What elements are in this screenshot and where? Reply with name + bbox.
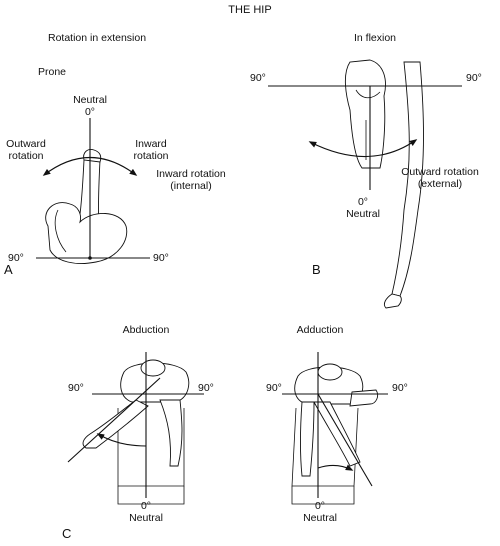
- neutral-label: Neutral: [73, 94, 107, 106]
- ninety-degree-left-label-a: 90°: [8, 252, 24, 264]
- ninety-degree-left-label-c1: 90°: [68, 382, 84, 394]
- adduction-heading: Adduction: [296, 324, 344, 336]
- figure-title: THE HIP: [228, 4, 272, 16]
- zero-degree-label: 0°: [84, 106, 96, 118]
- adduction-arc-arrow: [317, 464, 354, 471]
- panel-letter-b: B: [312, 262, 321, 277]
- ninety-degree-right-label-a: 90°: [153, 252, 169, 264]
- exam-table-shape-2: [291, 407, 359, 487]
- neutral-label-c1: Neutral: [129, 512, 163, 524]
- abduction-heading: Abduction: [122, 324, 170, 336]
- buttocks-shape: [45, 202, 128, 264]
- panel-b-drawing: [268, 59, 462, 309]
- ninety-degree-left-label-c2: 90°: [266, 382, 282, 394]
- abduction-arc-arrow: [96, 433, 147, 447]
- outward-rotation-external-label: Outward rotation(external): [401, 166, 479, 190]
- neutral-label-c2: Neutral: [303, 512, 337, 524]
- zero-degree-label-b: 0°: [357, 196, 369, 208]
- exam-table-shape: [117, 408, 185, 487]
- zero-degree-label-c1: 0°: [140, 500, 152, 512]
- position-label: Prone: [38, 66, 67, 78]
- inward-rotation-internal-label: Inward rotation(internal): [156, 168, 226, 192]
- ninety-degree-right-label-c2: 90°: [392, 382, 408, 394]
- panel-letter-c: C: [62, 526, 72, 541]
- flexed-leg-shape: [344, 59, 386, 169]
- ninety-degree-right-label-c1: 90°: [198, 382, 214, 394]
- zero-degree-label-c2: 0°: [314, 500, 326, 512]
- panel-b-heading: In flexion: [354, 32, 397, 44]
- foot-shape: [83, 149, 102, 163]
- neutral-label-b: Neutral: [346, 208, 380, 220]
- panel-c-adduction-drawing: [282, 352, 388, 505]
- ninety-degree-left-label-b: 90°: [250, 72, 266, 84]
- panel-a-drawing: [36, 118, 150, 264]
- panel-c-abduction-drawing: [67, 352, 204, 505]
- panel-letter-a: A: [4, 262, 13, 277]
- panel-a-heading: Rotation in extension: [48, 32, 147, 44]
- rotation-arc-arrow-b: [308, 139, 418, 158]
- rotation-arc-arrow: [42, 157, 138, 176]
- ninety-degree-right-label-b: 90°: [466, 72, 482, 84]
